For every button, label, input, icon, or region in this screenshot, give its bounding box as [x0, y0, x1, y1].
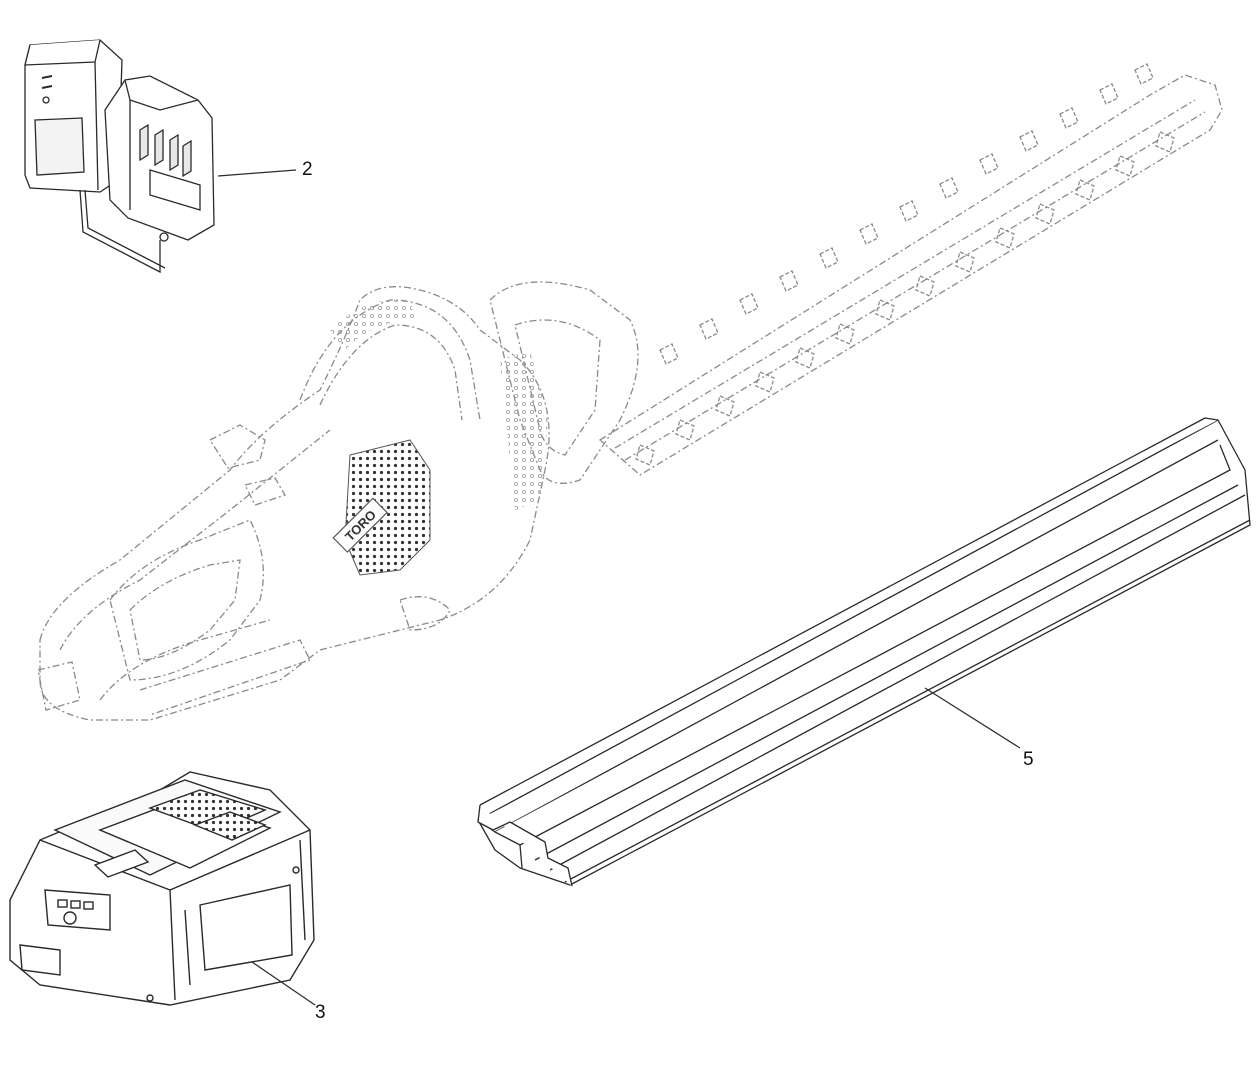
trimmer-grip-texture [330, 299, 548, 510]
blade-cover-illustration [477, 417, 1251, 887]
callout-leader-3 [251, 961, 316, 1006]
callout-number-5: 5 [1023, 749, 1034, 770]
callout-leader-5 [924, 687, 1021, 749]
battery-illustration [9, 771, 315, 1006]
hedge-trimmer-phantom [37, 63, 1223, 721]
callout-number-2: 2 [302, 159, 313, 180]
callout-leader-2 [217, 169, 297, 177]
callout-number-3: 3 [315, 1002, 326, 1023]
charger-illustration [24, 39, 215, 274]
trimmer-vent-mesh [344, 439, 431, 576]
